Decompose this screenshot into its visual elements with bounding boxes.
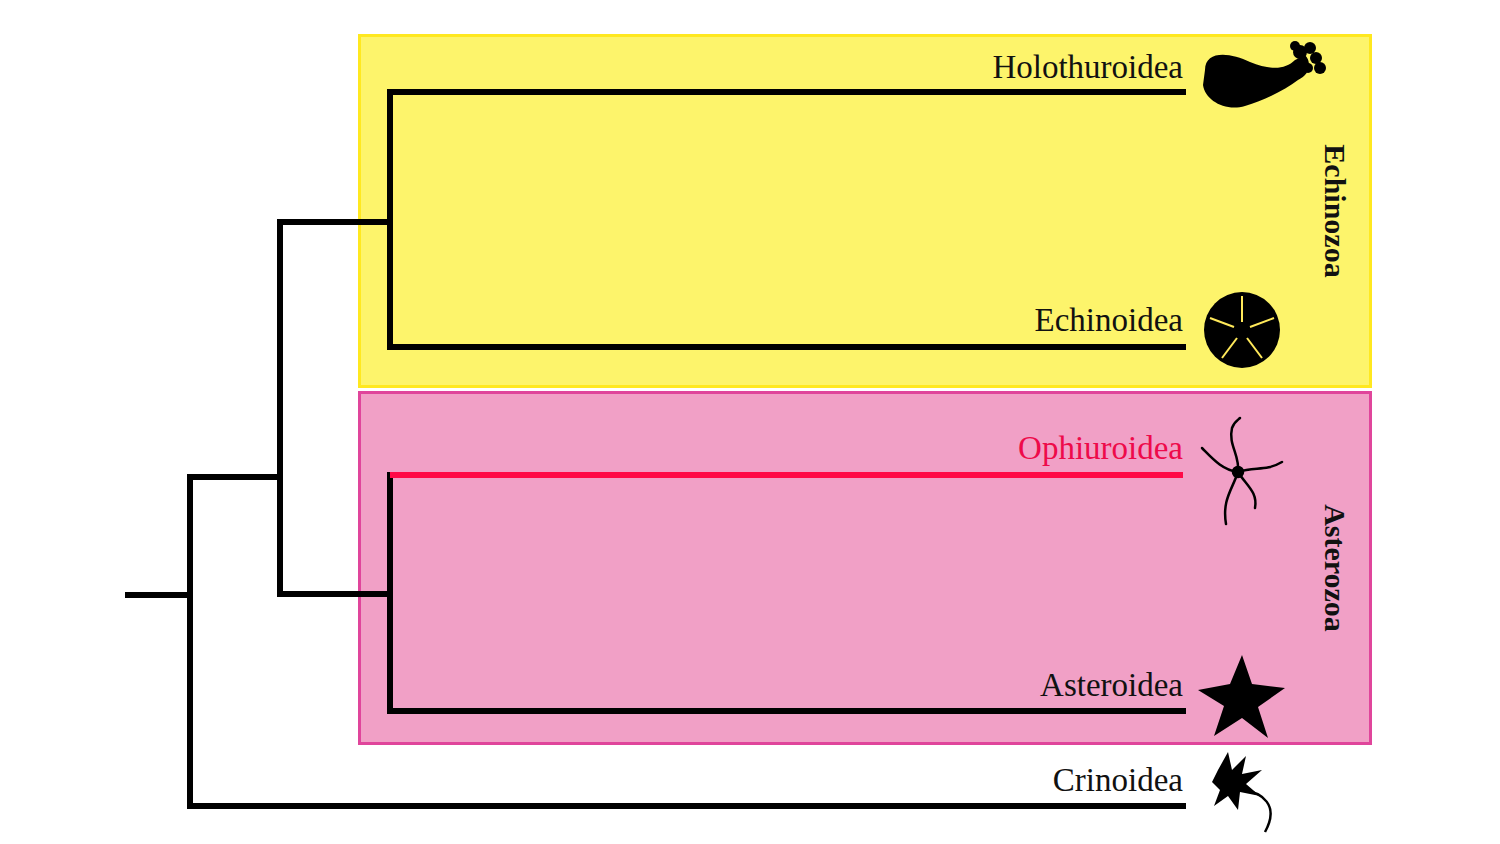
taxon-name: Holothuroidea: [992, 51, 1183, 84]
sea-star-icon: [1198, 655, 1285, 738]
clade-name: Asterozoa: [1318, 504, 1352, 632]
tree-branches: [128, 92, 1183, 806]
taxon-name: Ophiuroidea: [1018, 432, 1183, 465]
taxon-name: Echinoidea: [1035, 304, 1183, 337]
brittle-star-icon: [1202, 418, 1282, 524]
crinoid-icon: [1212, 752, 1271, 832]
sand-dollar-icon: [1204, 292, 1280, 368]
sea-cucumber-icon: [1203, 41, 1326, 108]
highlight-branch: [390, 472, 1183, 478]
taxon-name: Asteroidea: [1040, 669, 1183, 702]
clade-name: Echinozoa: [1318, 144, 1352, 277]
taxon-name: Crinoidea: [1053, 764, 1183, 797]
